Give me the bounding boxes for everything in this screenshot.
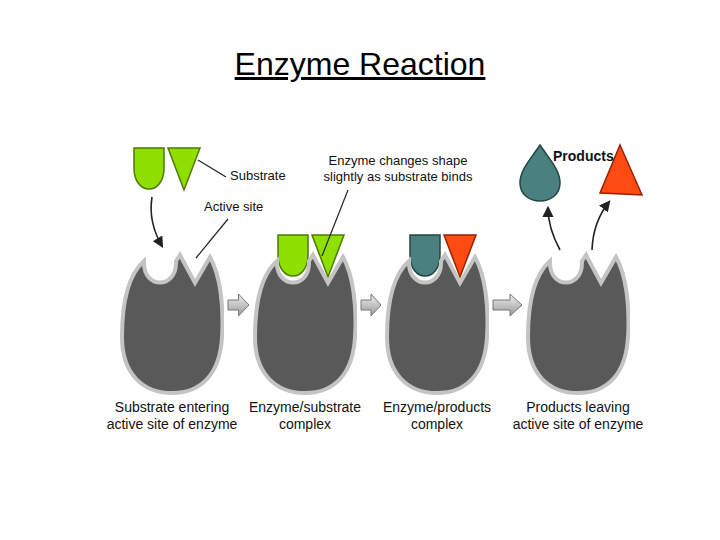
substrate-u — [134, 148, 164, 189]
enzyme-outline — [122, 255, 223, 393]
enzyme-shape — [526, 245, 630, 395]
substrate-triangle — [168, 148, 200, 190]
enzyme: Enzyme/substrate complex — [253, 245, 357, 395]
step-caption: Enzyme/substrate complex — [235, 399, 375, 433]
enzyme-shape — [253, 245, 357, 395]
enzyme: Substrate entering active site of enzyme — [120, 245, 224, 395]
enzyme-outline — [255, 255, 356, 393]
callout-label: Active site — [204, 199, 263, 215]
step-arrow — [361, 294, 381, 316]
enzyme-outline — [387, 255, 488, 393]
leader-line — [196, 219, 228, 258]
motion-arrow — [151, 197, 162, 246]
step-caption: Products leaving active site of enzyme — [508, 399, 648, 433]
product-u — [410, 235, 440, 276]
step-caption: Enzyme/products complex — [367, 399, 507, 433]
title: Enzyme Reaction — [0, 46, 720, 83]
motion-arrow — [592, 202, 609, 250]
callout-label: Enzyme changes shape slightly as substra… — [313, 153, 483, 184]
enzyme: Enzyme/products complex — [385, 245, 489, 395]
enzyme-shape — [120, 245, 224, 395]
substrate — [134, 148, 200, 190]
leader-line — [322, 190, 348, 256]
enzyme: Products leaving active site of enzyme — [526, 245, 630, 395]
step-arrow — [493, 294, 522, 316]
motion-arrow — [548, 208, 560, 250]
substrate-u — [278, 235, 308, 276]
callout-label: Products — [553, 148, 614, 165]
step-caption: Substrate entering active site of enzyme — [102, 399, 242, 433]
leader-line — [198, 160, 226, 177]
callout-label: Substrate — [230, 168, 286, 184]
step-arrow — [228, 294, 249, 316]
enzyme-outline — [528, 255, 629, 393]
enzyme-shape — [385, 245, 489, 395]
